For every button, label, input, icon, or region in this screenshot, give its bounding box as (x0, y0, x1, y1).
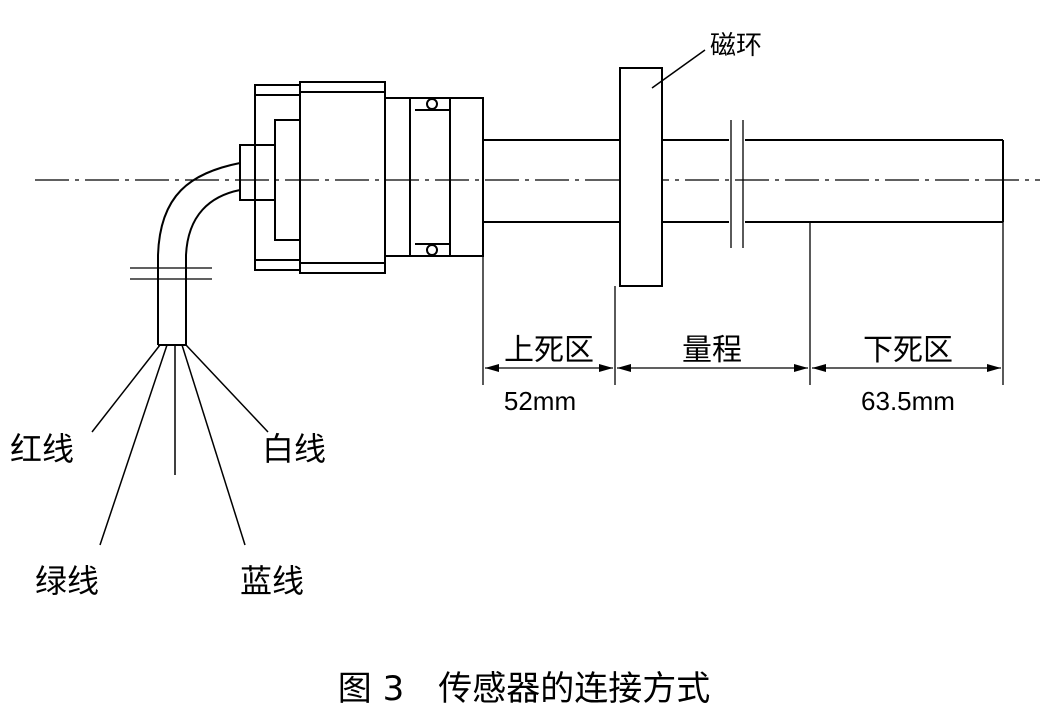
wire-leads (91, 344, 269, 546)
lower-dead-zone-dimension: 63.5mm (861, 386, 955, 416)
dimension-extension-lines (482, 222, 1004, 385)
figure-caption: 图 3 传感器的连接方式 (338, 669, 710, 709)
cable (130, 162, 241, 346)
range-label: 量程 (682, 333, 742, 368)
upper-dead-zone-dimension: 52mm (504, 386, 576, 416)
upper-dead-zone-label: 上死区 (504, 333, 594, 368)
magnet-ring (619, 67, 663, 287)
lower-dead-zone-label: 下死区 (863, 333, 953, 368)
red-wire-label: 红线 (10, 430, 74, 468)
magnet-ring-label: 磁环 (710, 31, 762, 61)
blue-wire-label: 蓝线 (240, 562, 304, 600)
sensor-rod (483, 120, 1004, 248)
white-wire-label: 白线 (262, 430, 326, 468)
sensor-head (239, 81, 484, 274)
magnet-ring-leader (651, 49, 706, 89)
green-wire-label: 绿线 (35, 562, 99, 600)
